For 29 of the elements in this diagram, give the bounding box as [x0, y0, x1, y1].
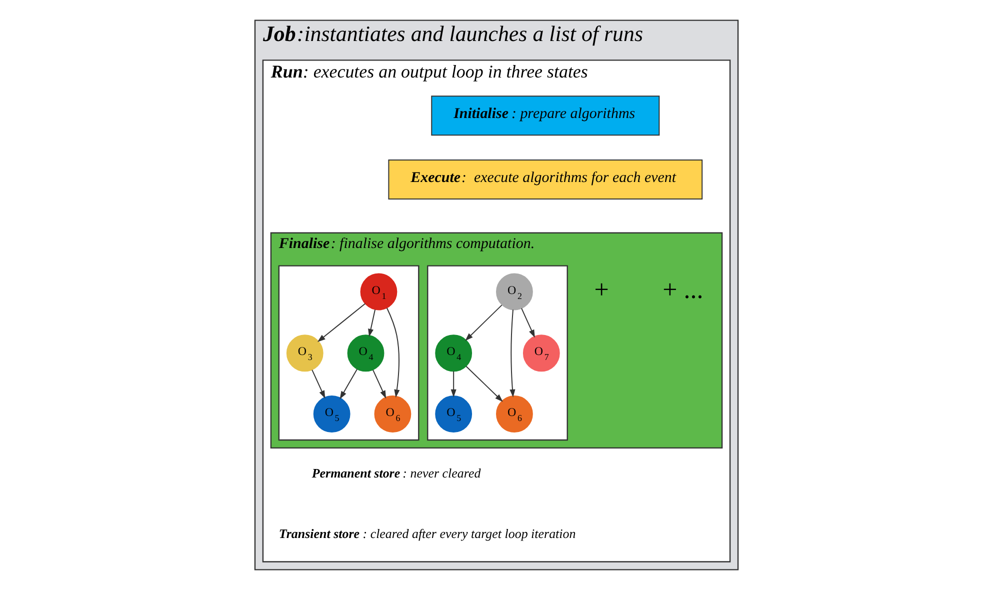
arrow — [368, 309, 376, 337]
cluster — [278, 265, 419, 441]
node-circle: O$_{1}$ — [360, 273, 397, 310]
arrow — [520, 308, 534, 338]
arrow — [464, 304, 502, 341]
arrow — [450, 370, 456, 398]
node-circle: O$_{2}$ — [496, 273, 532, 310]
arrow — [339, 368, 358, 400]
arrow — [311, 369, 325, 399]
node-box: Initialise: prepare algorithms — [430, 96, 660, 136]
label: Permanent store: never cleared — [311, 465, 480, 480]
arrow — [465, 366, 502, 402]
label: Transient store: cleared after every target loop iteration — [278, 526, 576, 542]
arrow — [316, 303, 366, 342]
node-circle: O$_{3}$ — [286, 334, 323, 372]
arrow — [509, 309, 515, 398]
node-circle: O$_{4}$ — [434, 334, 472, 372]
node-circle: O$_{6}$ — [374, 396, 411, 432]
node-circle: O$_{5}$ — [312, 396, 350, 432]
arrow — [372, 369, 386, 399]
arrow — [386, 307, 400, 398]
node-circle: O$_{7}$ — [522, 334, 560, 372]
node-circle: O$_{4}$ — [346, 334, 384, 372]
label: + ... — [662, 275, 703, 304]
cluster — [426, 265, 568, 441]
node-circle: O$_{5}$ — [434, 396, 472, 432]
node-box: Execute: execute algorithms for each event — [388, 160, 702, 200]
node-circle: O$_{6}$ — [496, 396, 532, 432]
label: + — [594, 275, 608, 304]
